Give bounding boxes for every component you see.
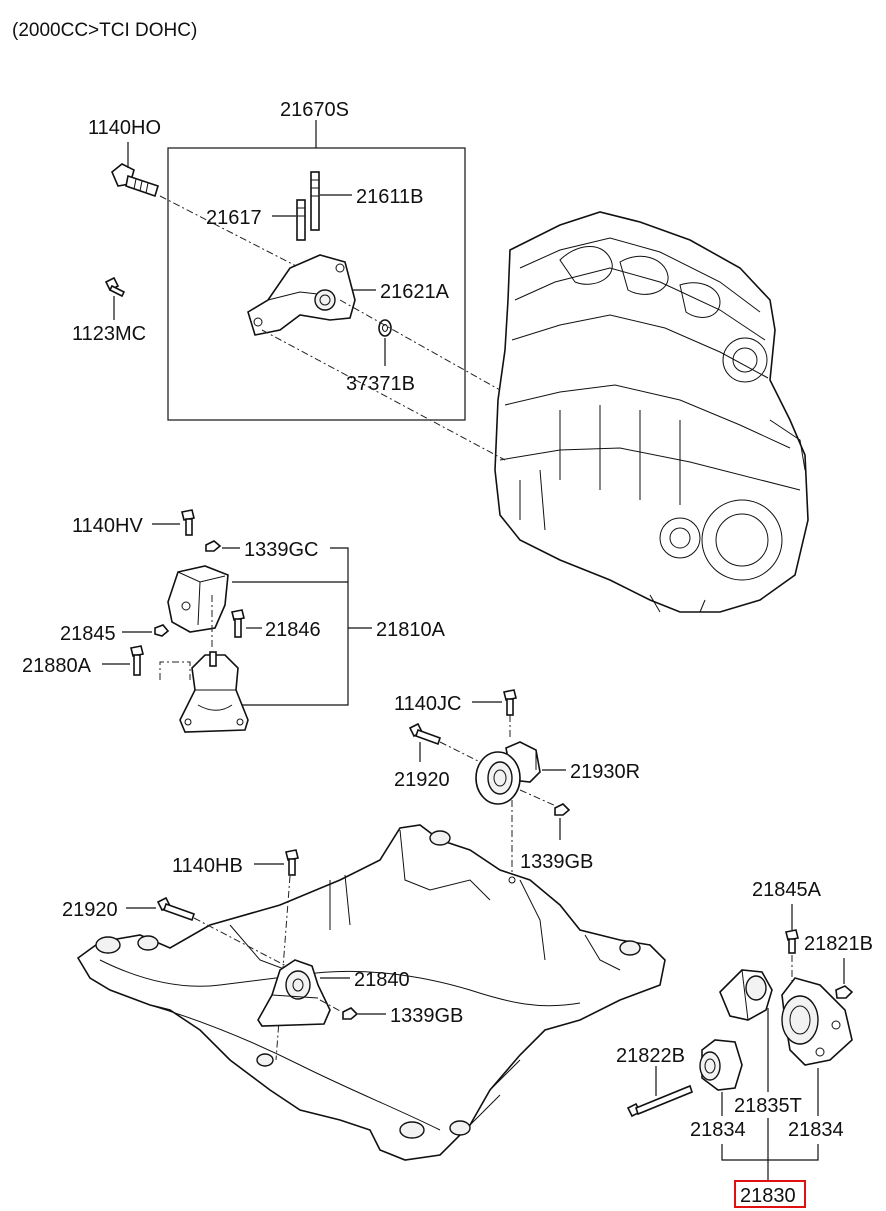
part-label-21920-lower[interactable]: 21920 [62,899,118,921]
stud-21611B [310,171,320,231]
part-label-21810A[interactable]: 21810A [376,619,446,641]
nut-21821B [835,985,854,999]
part-label-21822B[interactable]: 21822B [616,1045,685,1067]
mount-bracket-upper [167,565,229,633]
bushing-21834 [699,1039,743,1091]
engine-spec-header: (2000CC>TCI DOHC) [12,20,197,41]
part-label-21845A[interactable]: 21845A [752,879,822,901]
bolt-1140HO [111,163,159,198]
part-label-1339GB-upper[interactable]: 1339GB [520,851,593,873]
part-label-1140HV[interactable]: 1140HV [72,515,143,537]
nut-1339GB-upper [554,803,571,816]
roll-rod-bracket-21930R [475,741,541,805]
part-label-21670S[interactable]: 21670S [280,99,349,121]
bolt-21846 [231,609,245,638]
part-label-1123MC[interactable]: 1123MC [72,323,146,345]
bracket-21621A [247,254,356,336]
engine-block [494,211,809,613]
part-label-1140JC[interactable]: 1140JC [394,693,461,715]
part-label-21621A[interactable]: 21621A [380,281,450,303]
part-label-21835T[interactable]: 21835T [734,1095,802,1117]
bolt-21920-upper [408,722,442,746]
nut-1339GC [205,540,222,552]
subframe-crossmember [76,824,666,1161]
transmission-mount-bracket [781,977,853,1066]
nut-1339GB-lower [342,1007,359,1020]
bolt-21845A [785,929,799,954]
bolt-1140JC [503,689,517,716]
part-label-21880A[interactable]: 21880A [22,655,92,677]
part-label-37371B[interactable]: 37371B [346,373,415,395]
part-label-1339GC[interactable]: 1339GC [244,539,319,561]
part-label-21821B[interactable]: 21821B [804,933,873,955]
part-label-21834-right[interactable]: 21834 [788,1119,844,1141]
part-label-21840[interactable]: 21840 [354,969,410,991]
part-label-21830[interactable]: 21830 [740,1185,796,1207]
nut-21845 [154,624,170,637]
part-label-1140HB[interactable]: 1140HB [172,855,243,877]
mount-21840 [257,959,331,1027]
part-label-21611B[interactable]: 21611B [356,186,423,208]
part-label-21930R[interactable]: 21930R [570,761,640,783]
bolt-21880A [130,645,144,676]
bolt-21920-lower [156,896,196,922]
bracket-21835T [719,969,773,1021]
bolt-1140HV [181,509,195,536]
selected-part-highlight [734,1180,806,1208]
stud-21617 [296,199,306,241]
engine-mount-insulator [179,651,249,733]
bolt-1123MC [104,276,126,298]
part-label-1140HO[interactable]: 1140HO [88,117,161,139]
part-label-1339GB-lower[interactable]: 1339GB [390,1005,463,1027]
part-label-21617[interactable]: 21617 [206,207,262,229]
bolt-21822B [626,1084,693,1118]
part-label-21834-left[interactable]: 21834 [690,1119,746,1141]
bolt-1140HB [285,849,299,876]
part-label-21845[interactable]: 21845 [60,623,116,645]
part-label-21920-upper[interactable]: 21920 [394,769,450,791]
part-label-21846[interactable]: 21846 [265,619,321,641]
